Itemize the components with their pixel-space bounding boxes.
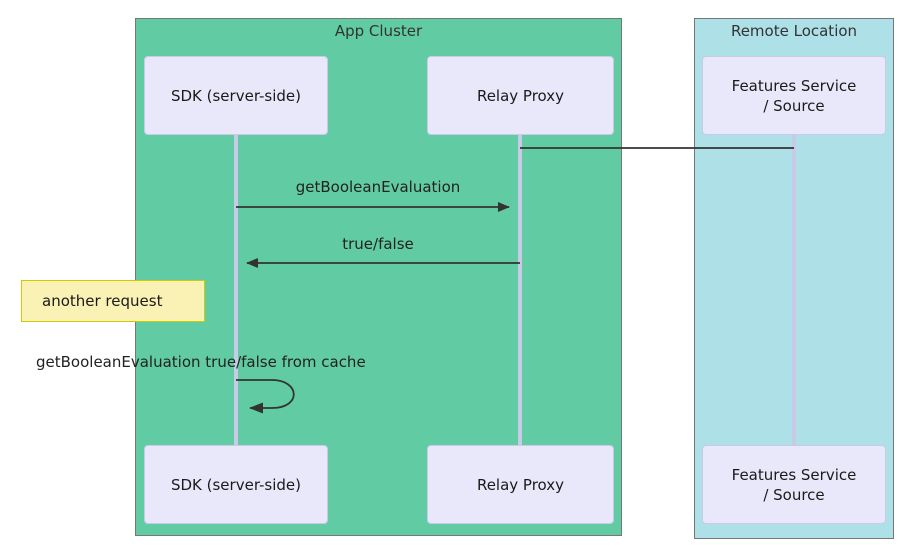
participant-features-service-bottom-label: Features Service / Source [732, 465, 857, 505]
participant-sdk-bottom[interactable]: SDK (server-side) [144, 445, 328, 524]
arrow-self-loop-cache [236, 379, 295, 414]
features-service-bottom-line2: / Source [763, 485, 825, 504]
features-service-bottom-line1: Features Service [731, 465, 857, 484]
participant-features-service-top[interactable]: Features Service / Source [702, 56, 886, 135]
participant-relay-proxy-top-label: Relay Proxy [476, 86, 565, 105]
participant-sdk-top-label: SDK (server-side) [170, 86, 302, 105]
features-service-top-line1: Features Service [731, 76, 857, 95]
participant-features-service-top-label: Features Service / Source [732, 76, 857, 116]
message-label-get-boolean-evaluation: getBooleanEvaluation [295, 178, 461, 196]
participant-features-service-bottom[interactable]: Features Service / Source [702, 445, 886, 524]
lifeline-relay [518, 130, 522, 450]
group-app-cluster-title: App Cluster [334, 22, 423, 40]
participant-relay-proxy-top[interactable]: Relay Proxy [427, 56, 614, 135]
features-service-top-line2: / Source [763, 96, 825, 115]
participant-relay-proxy-bottom[interactable]: Relay Proxy [427, 445, 614, 524]
message-label-cache: getBooleanEvaluation true/false from cac… [36, 353, 366, 371]
participant-relay-proxy-bottom-label: Relay Proxy [476, 475, 565, 494]
participant-sdk-top[interactable]: SDK (server-side) [144, 56, 328, 135]
message-label-true-false: true/false [342, 235, 414, 253]
participant-sdk-bottom-label: SDK (server-side) [170, 475, 302, 494]
group-remote-location-title: Remote Location [730, 22, 858, 40]
note-another-request-label: another request [42, 292, 163, 310]
note-another-request: another request [21, 280, 205, 322]
lifeline-features [792, 130, 796, 450]
lifeline-sdk [234, 130, 238, 450]
